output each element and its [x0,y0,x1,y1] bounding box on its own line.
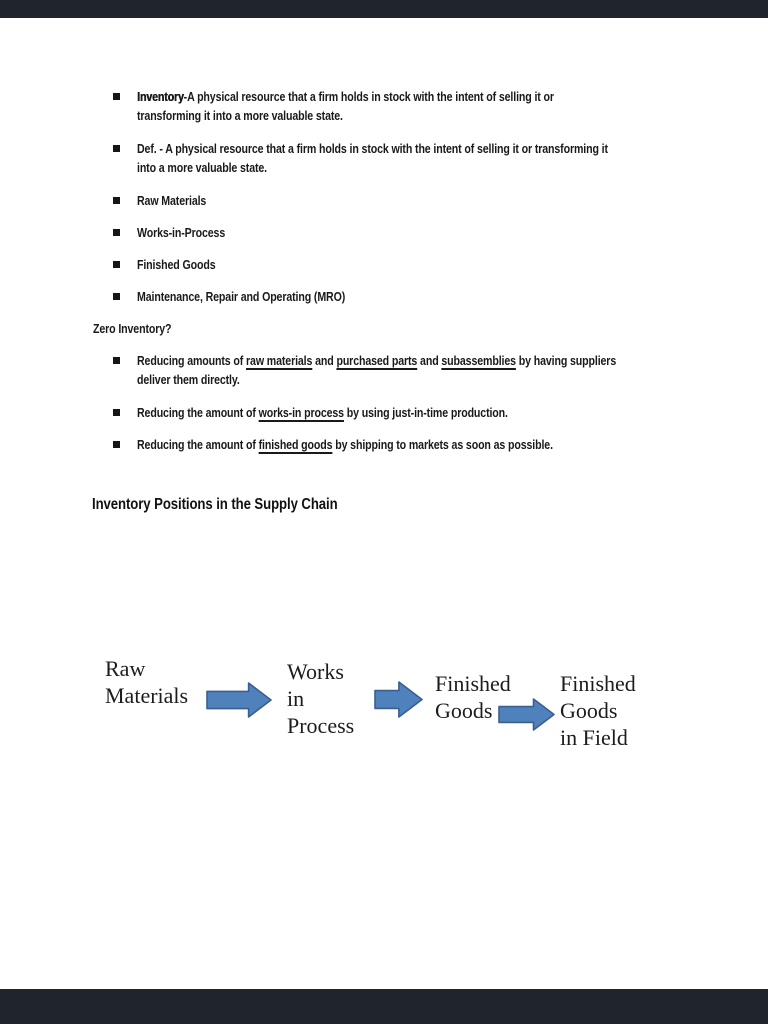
text-line: transforming it into a more valuable sta… [137,107,554,126]
text-line: Works-in-Process [137,224,225,243]
text-segment: and [312,354,337,368]
diagram-label-line: Raw [105,656,146,681]
text-line: Finished Goods [137,256,216,275]
text-segment: Maintenance, Repair and Operating (MRO) [137,290,346,304]
text-line: Reducing amounts of raw materials and pu… [137,352,616,371]
diagram-label-line: Finished [560,671,636,696]
text-segment: Raw Materials [137,194,207,208]
inventory-bullet-item: Inventory-A physical resource that a fir… [113,88,627,126]
text-segment: and [417,354,442,368]
square-bullet-icon [113,197,120,204]
diagram-label-line: Process [287,713,355,738]
text-line: deliver them directly. [137,371,616,390]
text-segment: purchased parts [336,354,418,368]
square-bullet-icon [113,93,120,100]
text-line: into a more valuable state. [137,159,608,178]
zero-inventory-heading: Zero Inventory? [93,322,172,336]
square-bullet-icon [113,293,120,300]
viewer-bottom-bar [0,989,768,1024]
bullet-text: Def. - A physical resource that a firm h… [137,140,691,178]
inventory-bullet-item: Maintenance, Repair and Operating (MRO) [113,288,382,307]
square-bullet-icon [113,441,120,448]
text-line: Reducing the amount of finished goods by… [137,436,553,455]
text-line: Raw Materials [137,192,206,211]
inventory-bullet-item: Raw Materials [113,192,218,211]
text-segment: Reducing the amount of [137,406,259,420]
square-bullet-icon [113,229,120,236]
bullet-text: Works-in-Process [137,224,241,243]
viewer-top-bar [0,0,768,18]
text-segment: -A physical resource that a firm holds i… [183,90,554,104]
zero-inventory-bullet-item: Reducing amounts of raw materials and pu… [113,352,701,390]
text-segment: by shipping to markets as soon as possib… [332,438,553,452]
square-bullet-icon [113,409,120,416]
square-bullet-icon [113,145,120,152]
text-line: Def. - A physical resource that a firm h… [137,140,608,159]
text-line: Maintenance, Repair and Operating (MRO) [137,288,345,307]
text-segment: into a more valuable state. [137,161,268,175]
inventory-bullet-item: Def. - A physical resource that a firm h… [113,140,691,178]
text-segment: by using just-in-time production. [343,406,508,420]
text-segment: Works-in-Process [137,226,226,240]
diagram-label-line: Works [287,659,344,684]
bullet-text: Reducing the amount of works-in process … [137,404,573,423]
text-segment: Def. - A physical resource that a firm h… [137,142,608,156]
bullet-text: Finished Goods [137,256,229,275]
diagram-label-line: Goods [435,698,493,723]
diagram-label-line: in [287,686,305,711]
bullet-text: Reducing the amount of finished goods by… [137,436,626,455]
bullet-text: Maintenance, Repair and Operating (MRO) [137,288,382,307]
inventory-bullet-item: Finished Goods [113,256,229,275]
diagram-label-line: Materials [105,683,189,708]
inventory-bullet-item: Works-in-Process [113,224,241,243]
square-bullet-icon [113,261,120,268]
text-segment: deliver them directly. [137,373,240,387]
section-heading: Inventory Positions in the Supply Chain [92,496,338,513]
text-segment: Reducing the amount of [137,438,259,452]
text-segment: transforming it into a more valuable sta… [137,109,343,123]
diagram-label-line: in Field [560,725,628,750]
text-segment: works-in process [258,406,344,420]
text-segment: Reducing amounts of [137,354,247,368]
text-segment: raw materials [246,354,313,368]
bullet-text: Inventory-A physical resource that a fir… [137,88,627,126]
bullet-text: Raw Materials [137,192,218,211]
right-block-arrow-icon [374,681,423,718]
text-segment: Inventory [137,90,184,104]
text-segment: finished goods [258,438,333,452]
text-segment: subassemblies [441,354,516,368]
text-line: Inventory-A physical resource that a fir… [137,88,554,107]
diagram-label-line: Goods [560,698,618,723]
text-line: Reducing the amount of works-in process … [137,404,508,423]
text-segment: by having suppliers [515,354,617,368]
diagram-label-line: Finished [435,671,511,696]
bullet-text: Reducing amounts of raw materials and pu… [137,352,701,390]
zero-inventory-bullet-item: Reducing the amount of finished goods by… [113,436,626,455]
square-bullet-icon [113,357,120,364]
text-segment: Finished Goods [137,258,216,272]
right-block-arrow-icon [498,698,555,731]
zero-inventory-bullet-item: Reducing the amount of works-in process … [113,404,573,423]
right-block-arrow-icon [206,682,272,718]
